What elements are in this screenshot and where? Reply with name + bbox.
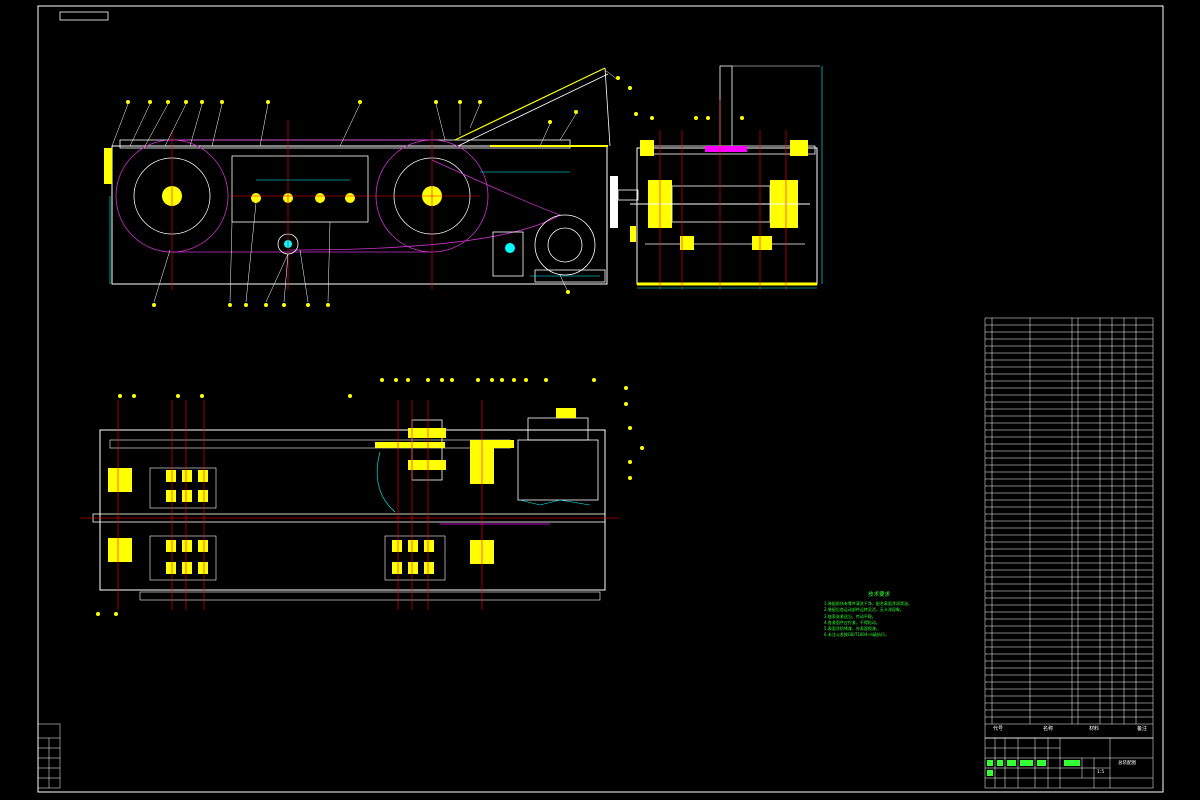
bom-header-name: 名称 [1043, 726, 1054, 732]
title-block-highlights [987, 760, 1080, 776]
drawing-frame [37, 5, 1164, 793]
technical-note-line: 5.表面涂防锈漆，外表面喷漆。 [824, 626, 880, 632]
plan-view [80, 378, 644, 616]
technical-note-line: 6.未注公差按GB/T1804-m级执行。 [824, 632, 889, 638]
technical-note-line: 2.装配后各运动部件运转灵活，无卡滞现象。 [824, 607, 904, 613]
bom-header-seq: 代号 [993, 726, 1004, 732]
technical-notes: 技术要求 1.装配前所有零件清洗干净，配合表面涂润滑油。 2.装配后各运动部件运… [824, 592, 934, 638]
front-view [104, 67, 620, 307]
technical-note-line: 1.装配前所有零件清洗干净，配合表面涂润滑油。 [824, 601, 912, 607]
bom-header-remark: 备注 [1137, 726, 1148, 732]
drawing-name: 总装配图 [1118, 761, 1136, 766]
technical-notes-title: 技术要求 [867, 592, 890, 598]
technical-note-line: 4.各紧固件应拧紧，不得松动。 [824, 619, 880, 625]
drawing-scale: 1:5 [1097, 770, 1105, 775]
bom-table [984, 317, 1154, 739]
technical-note-line: 3.链条张紧适当，传动平稳。 [824, 613, 876, 619]
bom-header-material: 材料 [1089, 726, 1100, 732]
left-strip-table [37, 723, 61, 789]
side-view [610, 65, 823, 290]
title-block-grid [984, 737, 1154, 789]
bom-header: 代号 名称 材料 备注 [985, 724, 1153, 738]
